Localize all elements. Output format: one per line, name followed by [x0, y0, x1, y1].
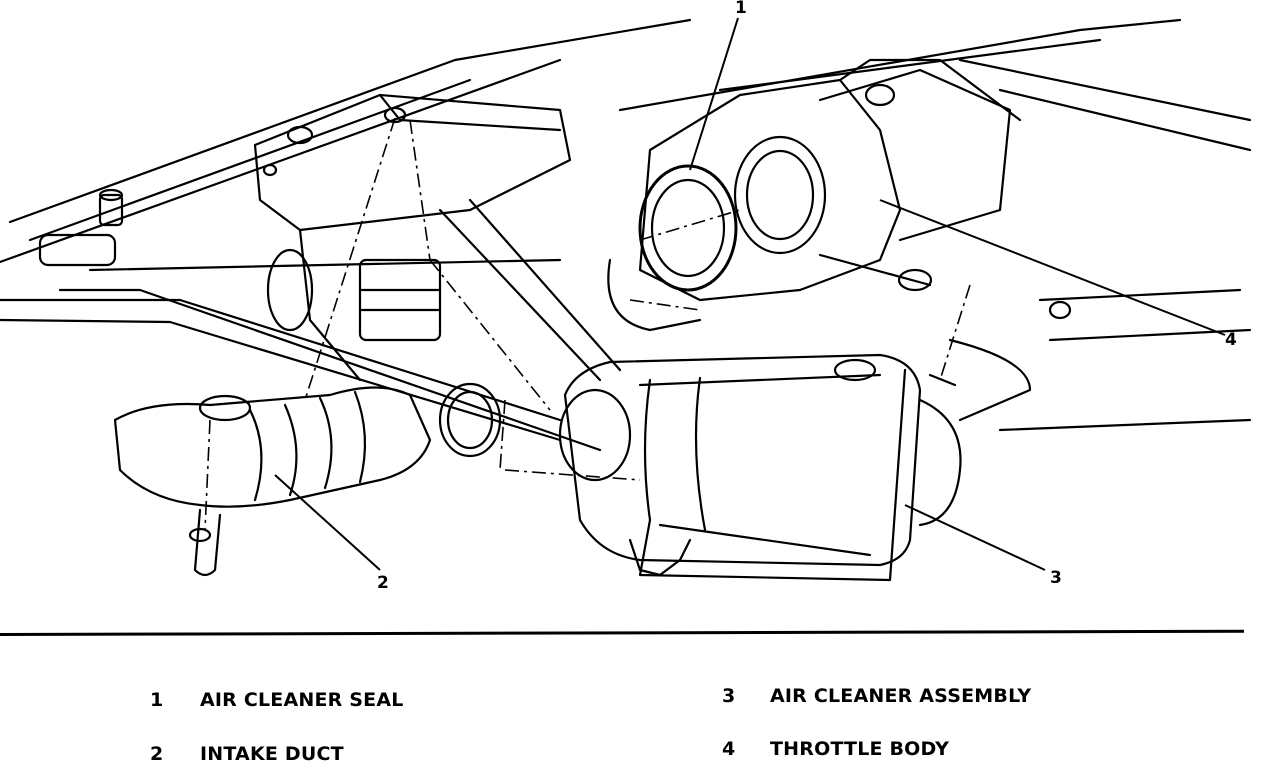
air-cleaner-seal: [638, 164, 738, 292]
frame-crossmember: [38, 93, 622, 382]
legend-label-intake-duct: INTAKE DUCT: [200, 743, 344, 765]
legend-label-air-cleaner-assembly: AIR CLEANER ASSEMBLY: [770, 685, 1032, 707]
callout-3: 3: [1050, 568, 1062, 588]
legend-number-2: 2: [150, 743, 164, 765]
intake-duct: [113, 382, 502, 577]
legend-number-3: 3: [722, 685, 736, 707]
legend-number-4: 4: [722, 738, 736, 760]
throttle-body: [607, 58, 1072, 422]
diagram-drawing: [0, 17, 1252, 582]
legend-label-throttle-body: THROTTLE BODY: [770, 738, 950, 760]
alignment-lines: [204, 117, 971, 531]
callout-4: 4: [1225, 330, 1237, 350]
exploded-parts-diagram: [0, 17, 1252, 582]
callout-1: 1: [735, 0, 747, 18]
callout-2: 2: [377, 573, 389, 593]
frame-rails: [0, 18, 1252, 452]
air-cleaner-assembly: [558, 353, 962, 582]
leader-lines: [274, 17, 1226, 571]
legend-number-1: 1: [150, 689, 164, 711]
legend-label-air-cleaner-seal: AIR CLEANER SEAL: [200, 689, 404, 711]
